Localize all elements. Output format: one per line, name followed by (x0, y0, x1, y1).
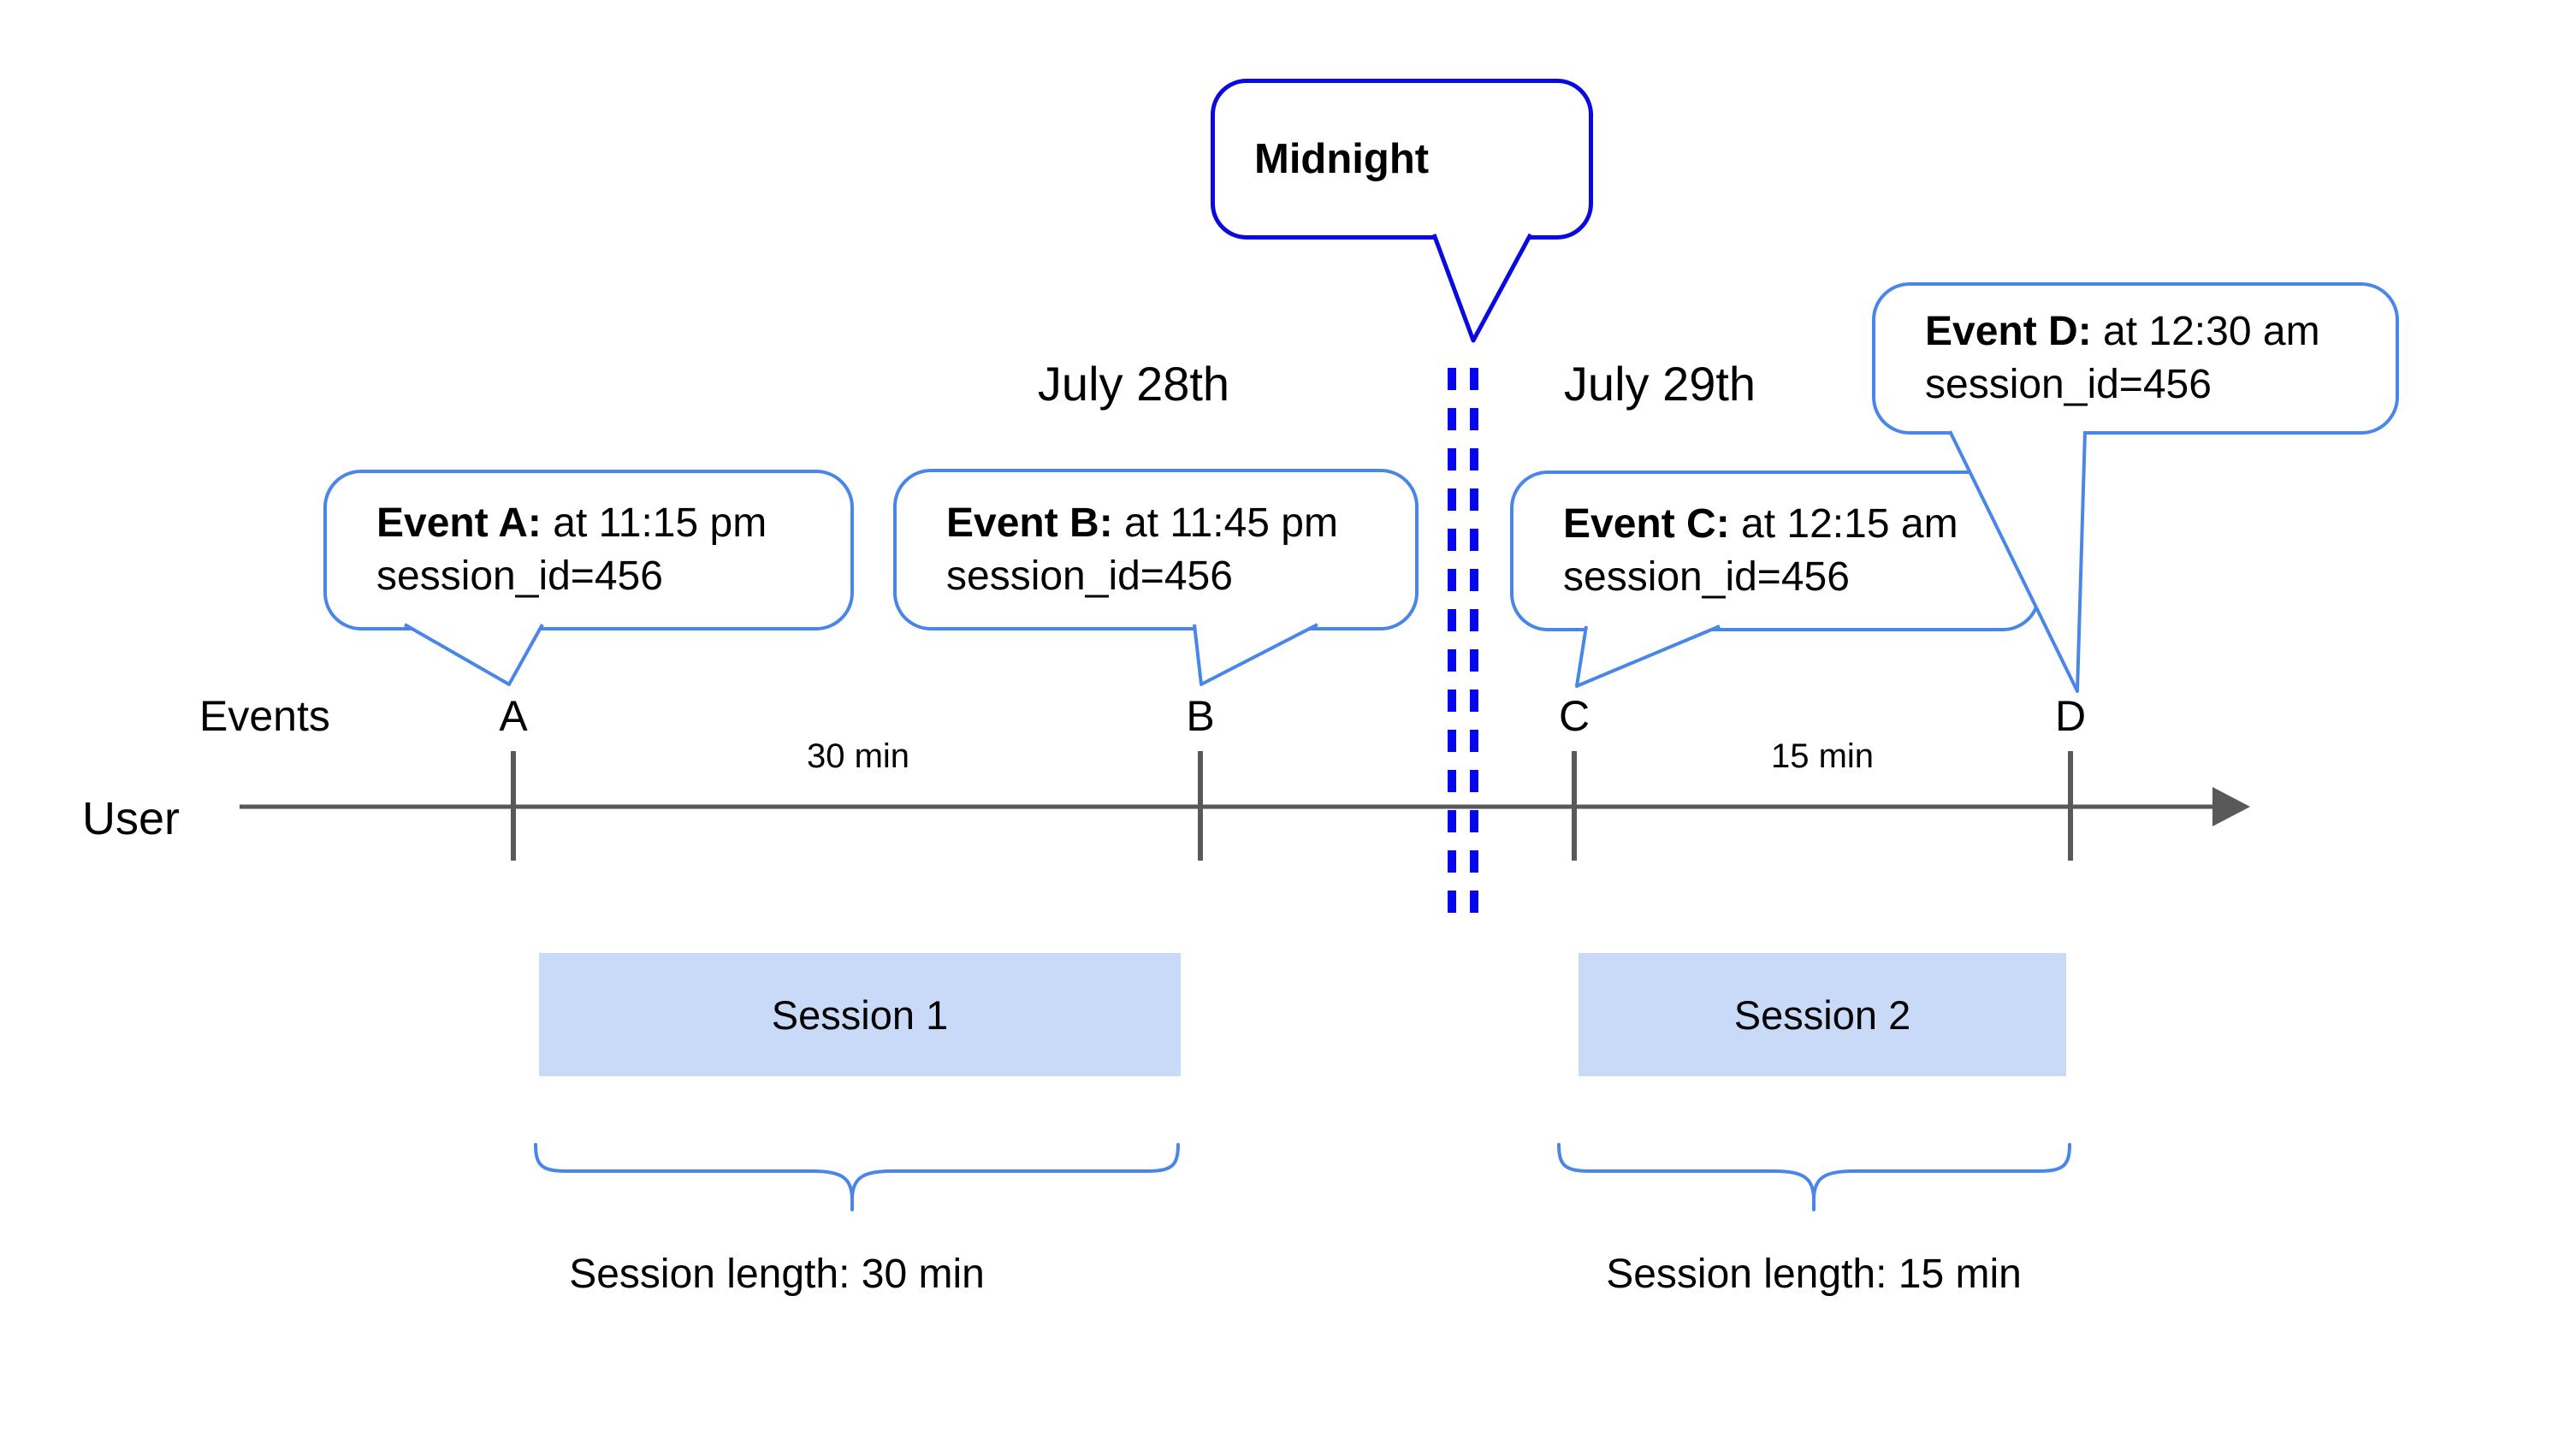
event-c-callout-tail (1575, 624, 1721, 688)
events-row-label: Events (199, 692, 330, 740)
event-a-line1: Event A: at 11:15 pm (376, 500, 767, 546)
timeline-arrowhead (2212, 787, 2250, 826)
session-1-label: Session 1 (771, 991, 949, 1038)
interval-label-30min: 30 min (806, 737, 910, 775)
event-a-callout-tail (404, 623, 544, 686)
event-c-line1: Event C: at 12:15 am (1563, 501, 1958, 547)
event-c-line2: session_id=456 (1563, 554, 1850, 600)
tick-label-d: D (2054, 692, 2087, 740)
midnight-callout-tail (1431, 233, 1533, 343)
event-b-line2: session_id=456 (946, 553, 1233, 599)
interval-label-15min: 15 min (1770, 737, 1875, 775)
event-b-callout-tail (1193, 623, 1318, 686)
event-d-line2: session_id=456 (1925, 362, 2212, 407)
session-1-length-label: Session length: 30 min (569, 1252, 985, 1297)
event-a-line2: session_id=456 (376, 553, 663, 599)
event-d-callout: Event D: at 12:30 am session_id=456 (1872, 282, 2399, 435)
tick-label-c: C (1558, 692, 1590, 740)
midnight-callout: Midnight (1211, 79, 1593, 240)
session-2-label: Session 2 (1733, 991, 1911, 1038)
midnight-callout-label: Midnight (1254, 136, 1430, 182)
session-2-box: Session 2 (1579, 953, 2066, 1076)
session-1-box: Session 1 (539, 953, 1181, 1076)
date-label-july-28: July 28th (1037, 357, 1230, 411)
event-c-callout: Event C: at 12:15 am session_id=456 (1510, 471, 2041, 631)
event-b-line1: Event B: at 11:45 pm (946, 500, 1338, 546)
event-b-callout: Event B: at 11:45 pm session_id=456 (893, 469, 1419, 630)
session-2-brace (1557, 1143, 2071, 1211)
user-row-label: User (82, 793, 181, 844)
tick-label-b: B (1186, 692, 1215, 740)
session-1-brace (534, 1143, 1180, 1211)
date-label-july-29: July 29th (1563, 357, 1756, 411)
event-a-callout: Event A: at 11:15 pm session_id=456 (323, 470, 854, 630)
session-2-length-label: Session length: 15 min (1606, 1252, 2022, 1297)
event-d-line1: Event D: at 12:30 am (1925, 309, 2320, 354)
tick-label-a: A (499, 692, 528, 740)
